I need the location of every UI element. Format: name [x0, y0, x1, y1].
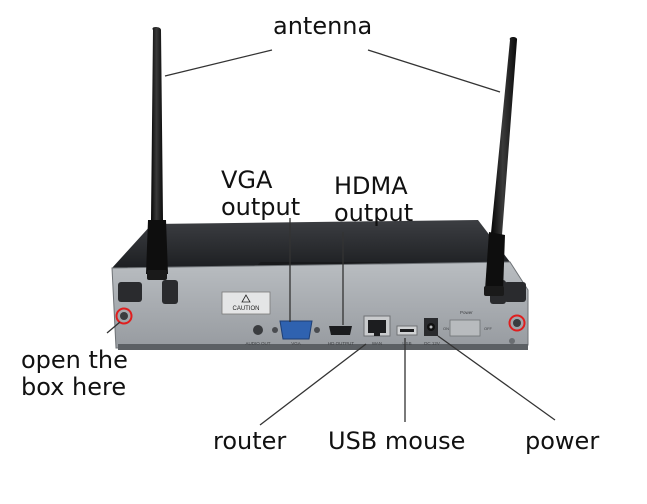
audio-out-jack: [253, 325, 263, 335]
hd-output-marking: HD OUTPUT: [328, 341, 354, 346]
screw-icon: [508, 314, 526, 332]
antenna-icon: [146, 27, 168, 280]
on-marking: ON: [443, 326, 449, 331]
antenna-label: antenna: [273, 12, 373, 40]
usb-mouse-label: USB mouse: [328, 427, 466, 455]
power-switch: [449, 319, 481, 337]
vga-label-line1: VGA: [221, 166, 273, 194]
screw-icon: [115, 307, 133, 325]
hdmi-label-line2: output: [334, 199, 414, 227]
open-box-line1: open the: [21, 346, 128, 374]
leader-lines: [106, 49, 556, 426]
dc-jack-icon: [424, 318, 438, 336]
ethernet-port-icon: [363, 315, 391, 337]
wan-marking: WAN: [372, 341, 382, 346]
vga-label-line2: output: [221, 193, 301, 221]
open-box-label: open the box here: [21, 347, 128, 401]
vga-output-label: VGA output: [221, 167, 300, 221]
usb-port-icon: [396, 325, 418, 336]
router-label: router: [213, 427, 287, 455]
case-top: [112, 220, 510, 268]
caution-label: [221, 291, 271, 315]
vga-marking: VGA: [291, 341, 301, 346]
antenna-icon: [484, 37, 518, 296]
dc-marking: DC 12V: [424, 341, 440, 346]
power-switch-marking: Power: [460, 310, 473, 315]
panel-bottom-edge: [118, 344, 528, 350]
power-label: power: [525, 427, 600, 455]
hdmi-output-label: HDMA output: [334, 173, 413, 227]
hdmi-port: [329, 326, 352, 335]
usb-marking: USB: [402, 341, 411, 346]
vga-port: [279, 320, 313, 340]
hdmi-label-line1: HDMA: [334, 172, 408, 200]
caution-text: CAUTION: [233, 306, 260, 312]
audio-out-marking: AUDIO OUT: [245, 341, 270, 346]
off-marking: OFF: [484, 326, 493, 331]
open-box-line2: box here: [21, 373, 127, 401]
